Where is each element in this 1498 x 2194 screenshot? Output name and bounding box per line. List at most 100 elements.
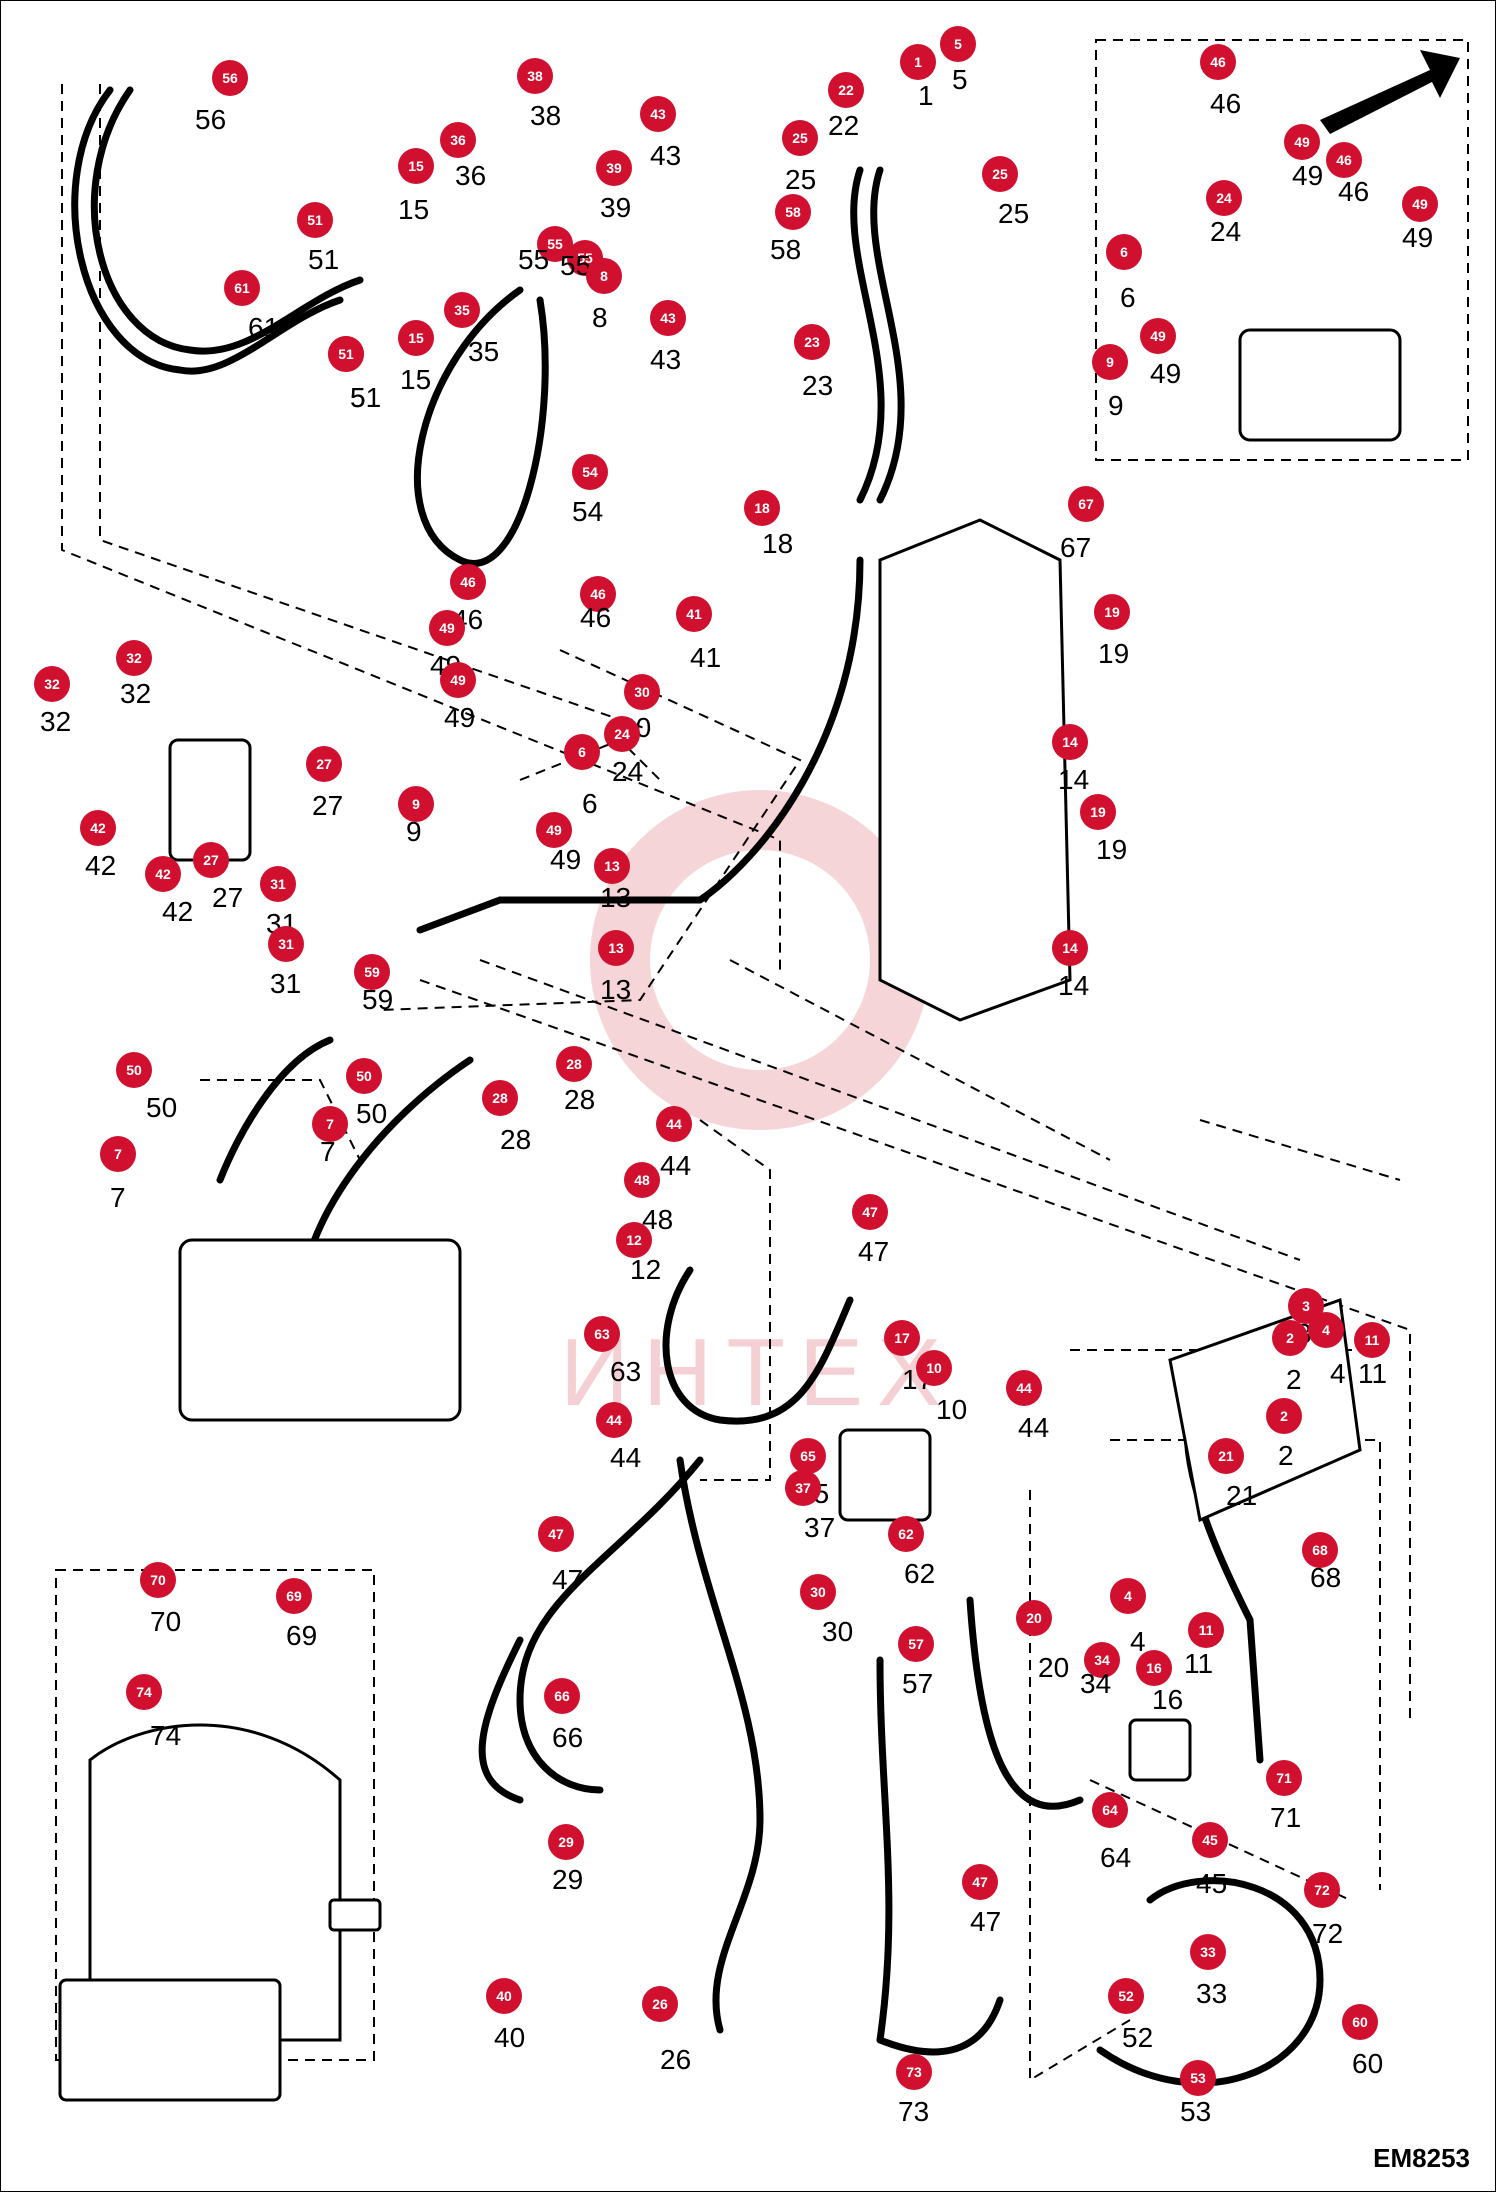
callout-number-19: 19 — [1096, 834, 1128, 865]
callout-dot-15: 15 — [398, 148, 434, 184]
callout-number-52: 52 — [1122, 2022, 1154, 2053]
callout-number-30: 30 — [822, 1616, 854, 1647]
callout-dot-58: 58 — [775, 194, 811, 230]
callout-dot-14: 14 — [1052, 724, 1088, 760]
callout-dot-24: 24 — [604, 716, 640, 752]
callout-number-37: 37 — [804, 1512, 836, 1543]
callout-dot-46: 46 — [1200, 44, 1236, 80]
callout-dot-6: 6 — [1106, 234, 1142, 270]
callout-dot-41: 41 — [676, 596, 712, 632]
callout-dot-4: 4 — [1110, 1578, 1146, 1614]
callout-dot-39: 39 — [596, 150, 632, 186]
callout-dot-11: 11 — [1354, 1322, 1390, 1358]
inset-frame-part — [88, 1723, 342, 2042]
callout-number-49: 49 — [550, 844, 582, 875]
callout-number-28: 28 — [500, 1124, 532, 1155]
callout-number-32: 32 — [120, 678, 152, 709]
callout-dot-51: 51 — [297, 202, 333, 238]
tee-block — [1128, 1718, 1192, 1782]
callout-dot-42: 42 — [80, 810, 116, 846]
callout-number-59: 59 — [362, 984, 394, 1015]
callout-number-62: 62 — [904, 1558, 936, 1589]
callout-dot-2: 2 — [1266, 1398, 1302, 1434]
callout-dot-49: 49 — [1284, 124, 1320, 160]
callout-number-71: 71 — [1270, 1802, 1302, 1833]
callout-dot-18: 18 — [744, 490, 780, 526]
callout-dot-48: 48 — [624, 1162, 660, 1198]
callout-dot-45: 45 — [1192, 1822, 1228, 1858]
callout-dot-37: 37 — [785, 1470, 821, 1506]
callout-dot-61: 61 — [224, 270, 260, 306]
callout-number-2: 2 — [1286, 1364, 1302, 1395]
callout-dot-60: 60 — [1342, 2004, 1378, 2040]
callout-number-54: 54 — [572, 496, 604, 527]
callout-number-49: 49 — [1150, 358, 1182, 389]
callout-number-56: 56 — [195, 104, 227, 135]
dashed-leaders — [55, 39, 1469, 2082]
callout-number-16: 16 — [1152, 1684, 1184, 1715]
callout-dot-20: 20 — [1016, 1600, 1052, 1636]
callout-number-69: 69 — [286, 1620, 318, 1651]
callout-number-20: 20 — [1038, 1652, 1070, 1683]
callout-dot-73: 73 — [896, 2054, 932, 2090]
callout-number-74: 74 — [150, 1720, 182, 1751]
callout-number-53: 53 — [1180, 2096, 1212, 2127]
callout-number-12: 12 — [630, 1254, 662, 1285]
callout-number-4: 4 — [1330, 1358, 1346, 1389]
callout-dot-44: 44 — [596, 1402, 632, 1438]
callout-dot-33: 33 — [1190, 1934, 1226, 1970]
callout-number-7: 7 — [320, 1136, 336, 1167]
callout-number-31: 31 — [270, 968, 302, 999]
callout-dot-54: 54 — [572, 454, 608, 490]
callout-number-49: 49 — [1402, 222, 1434, 253]
callout-number-27: 27 — [212, 882, 244, 913]
callout-number-57: 57 — [902, 1668, 934, 1699]
callout-number-72: 72 — [1312, 1918, 1344, 1949]
callout-number-14: 14 — [1058, 764, 1090, 795]
callout-number-38: 38 — [530, 100, 562, 131]
callout-dot-26: 26 — [642, 1986, 678, 2022]
callout-dot-38: 38 — [517, 58, 553, 94]
callout-number-51: 51 — [308, 244, 340, 275]
callout-number-44: 44 — [660, 1150, 692, 1181]
callout-dot-68: 68 — [1302, 1532, 1338, 1568]
callout-dot-35: 35 — [444, 292, 480, 328]
callout-dot-15: 15 — [398, 320, 434, 356]
callout-dot-2: 2 — [1272, 1320, 1308, 1356]
callout-number-5: 5 — [952, 64, 968, 95]
callout-number-64: 64 — [1100, 1842, 1132, 1873]
callout-dot-4: 4 — [1308, 1312, 1344, 1348]
callout-number-35: 35 — [468, 336, 500, 367]
callout-dot-7: 7 — [100, 1136, 136, 1172]
callout-dot-30: 30 — [624, 674, 660, 710]
callout-number-66: 66 — [552, 1722, 584, 1753]
callout-number-44: 44 — [610, 1442, 642, 1473]
callout-number-5: 5 — [350, 382, 366, 413]
callout-number-40: 40 — [494, 2022, 526, 2053]
callout-number-39: 39 — [600, 192, 632, 223]
callout-number-32: 32 — [40, 706, 72, 737]
callout-dot-32: 32 — [34, 666, 70, 702]
callout-number-42: 42 — [85, 850, 117, 881]
callout-number-22: 22 — [828, 110, 860, 141]
callout-number-11: 11 — [1184, 1648, 1214, 1679]
callout-number-13: 13 — [600, 882, 632, 913]
harness-connector — [328, 1898, 382, 1932]
callout-number-15: 15 — [398, 194, 430, 225]
callout-number-6: 6 — [582, 788, 598, 819]
callout-dot-59: 59 — [354, 954, 390, 990]
callout-number-15: 15 — [400, 364, 432, 395]
callout-number-24: 24 — [612, 756, 644, 787]
watermark-gear — [590, 790, 930, 1130]
callout-number-10: 10 — [936, 1394, 968, 1425]
inset-manifold — [1238, 328, 1402, 442]
callout-dot-62: 62 — [888, 1516, 924, 1552]
callout-number-68: 68 — [1310, 1562, 1342, 1593]
callout-number-49: 49 — [444, 702, 476, 733]
callout-dot-1: 1 — [900, 44, 936, 80]
callout-number-19: 19 — [1098, 638, 1130, 669]
callout-dot-19: 19 — [1094, 594, 1130, 630]
callout-number-50: 50 — [146, 1092, 178, 1123]
callout-dot-43: 43 — [650, 300, 686, 336]
callout-dot-50: 50 — [346, 1058, 382, 1094]
